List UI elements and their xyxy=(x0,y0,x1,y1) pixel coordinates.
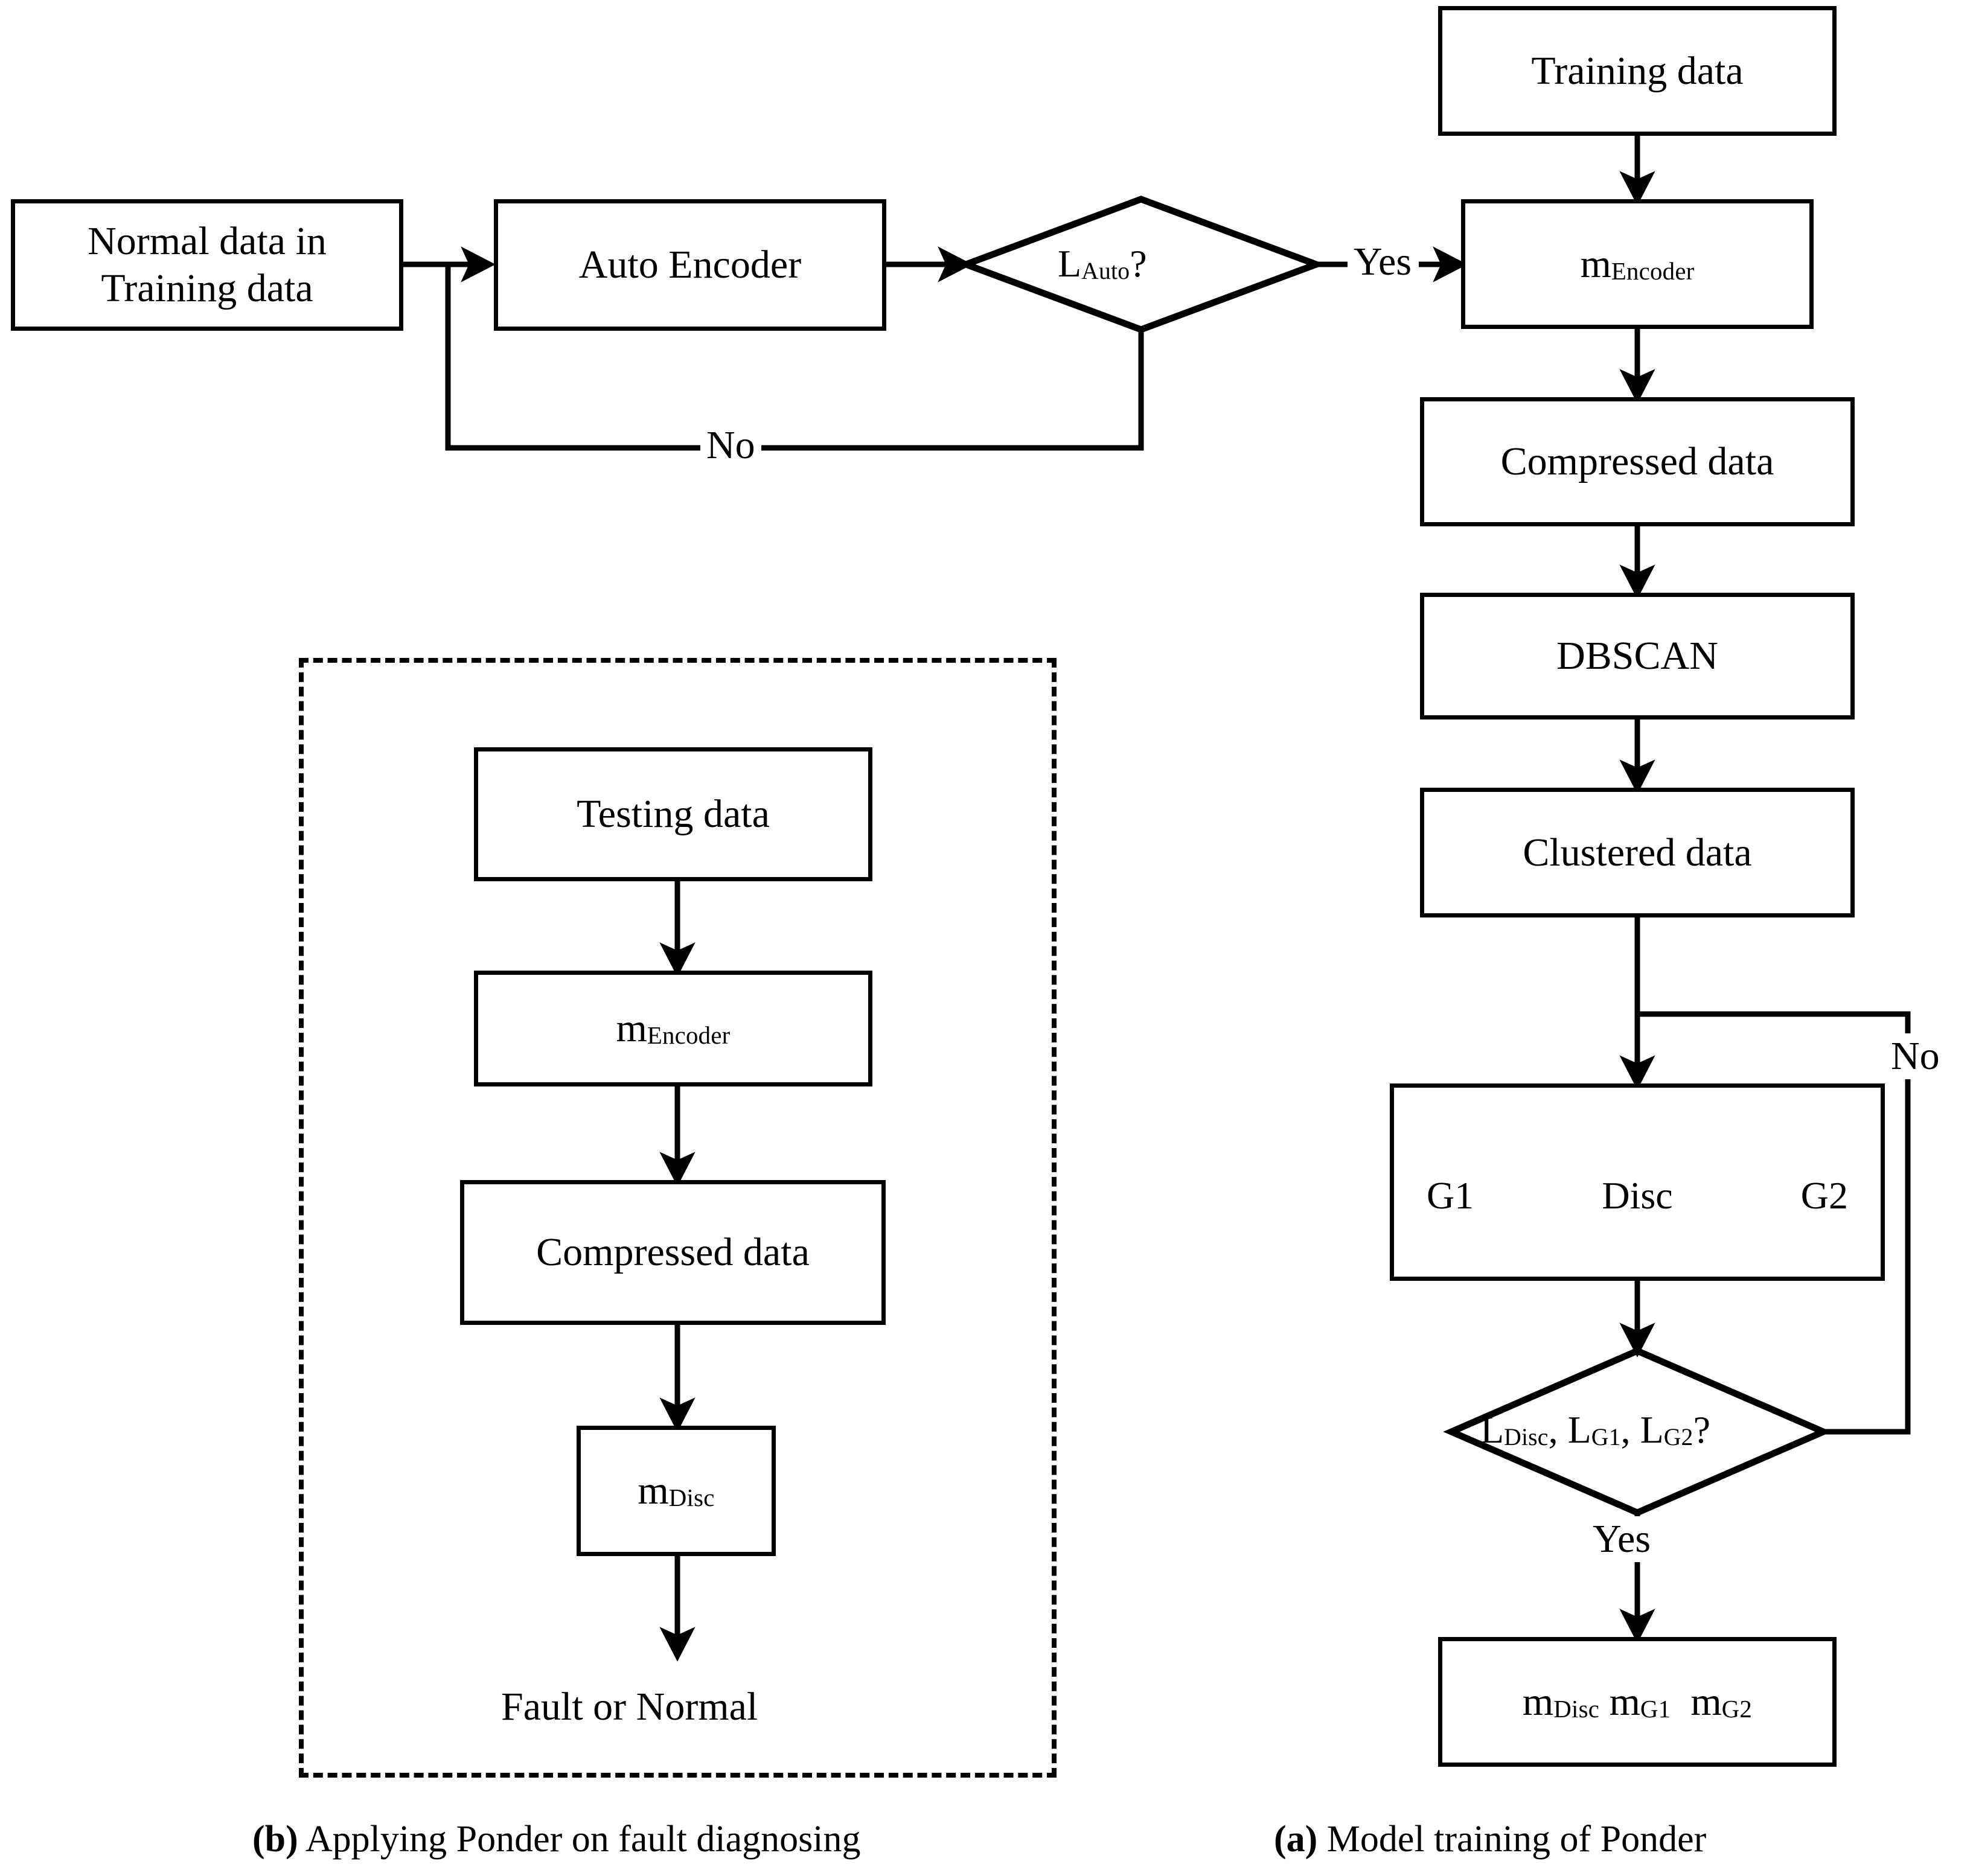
node-gan-block[interactable]: G1 Disc G2 xyxy=(1390,1083,1885,1281)
m-encoder-base: m xyxy=(616,1006,647,1051)
edge-label-text: No xyxy=(1891,1034,1940,1078)
node-label: Compressed data xyxy=(1500,439,1774,484)
loss-g2-sub: G2 xyxy=(1663,1423,1693,1450)
node-label: Compressed data xyxy=(536,1230,810,1275)
model-disc-base: m xyxy=(1522,1679,1554,1724)
node-label: Auto Encoder xyxy=(578,243,802,287)
caption-panel-b: (b) Applying Ponder on fault diagnosing xyxy=(252,1818,860,1861)
edge-label-no-left: No xyxy=(700,423,761,468)
node-training-data[interactable]: Training data xyxy=(1438,6,1837,136)
loss-disc-sub: Disc xyxy=(1504,1423,1549,1450)
gan-label-g2: G2 xyxy=(1800,1174,1848,1217)
node-fault-or-normal-outcome: Fault or Normal xyxy=(495,1684,764,1730)
node-label: mDisc xyxy=(638,1467,714,1514)
node-label-line1: Normal data in xyxy=(88,219,327,264)
edge-label-yes-right: Yes xyxy=(1587,1516,1657,1562)
m-disc-sub: Disc xyxy=(668,1484,715,1512)
model-disc-sub: Disc xyxy=(1553,1695,1600,1723)
model-g1-sub: G1 xyxy=(1640,1695,1671,1723)
decision-label-losses: LDisc, LG1, LG2? xyxy=(1480,1408,1710,1452)
node-compressed-data-training[interactable]: Compressed data xyxy=(1420,397,1855,526)
node-label: Testing data xyxy=(577,792,770,837)
edge-label-text: No xyxy=(706,423,755,467)
decision-l-base: L xyxy=(1058,242,1082,285)
node-dbscan[interactable]: DBSCAN xyxy=(1420,593,1855,719)
edge-label-yes-left: Yes xyxy=(1348,239,1418,285)
model-g1-base: m xyxy=(1609,1679,1640,1724)
node-m-encoder-testing[interactable]: mEncoder xyxy=(474,971,872,1086)
decision-l-sub: Auto xyxy=(1081,257,1130,284)
node-label-line2: Training data xyxy=(101,266,313,310)
node-m-disc-testing[interactable]: mDisc xyxy=(577,1426,776,1556)
node-label: mDisc mG1 mG2 xyxy=(1523,1679,1752,1726)
node-label: mEncoder xyxy=(616,1005,730,1052)
panel-b-dashed-container xyxy=(299,658,1057,1778)
node-normal-data-in-training-data[interactable]: Normal data in Training data xyxy=(11,199,403,331)
node-label: Training data xyxy=(1531,48,1744,93)
caption-panel-a: (a) Model training of Ponder xyxy=(1274,1818,1706,1861)
node-label: Clustered data xyxy=(1523,830,1752,875)
caption-marker: (a) xyxy=(1274,1819,1318,1860)
loss-suffix: ? xyxy=(1693,1408,1710,1451)
m-encoder-sub: Encoder xyxy=(647,1022,731,1050)
model-g2-sub: G2 xyxy=(1721,1695,1753,1723)
sep-1: , xyxy=(1548,1408,1568,1451)
m-disc-base: m xyxy=(638,1469,669,1513)
gan-label-g1: G1 xyxy=(1427,1174,1474,1217)
outcome-label: Fault or Normal xyxy=(501,1685,758,1729)
decision-label-l-auto: LAuto? xyxy=(1058,241,1147,286)
node-m-encoder-training[interactable]: mEncoder xyxy=(1461,199,1814,329)
caption-text: Applying Ponder on fault diagnosing xyxy=(298,1819,861,1860)
loss-disc-base: L xyxy=(1480,1408,1505,1451)
edge-label-text: Yes xyxy=(1354,240,1412,284)
decision-l-suffix: ? xyxy=(1130,242,1147,285)
m-encoder-sub: Encoder xyxy=(1611,257,1695,285)
node-testing-data[interactable]: Testing data xyxy=(474,747,872,881)
node-clustered-data[interactable]: Clustered data xyxy=(1420,788,1855,917)
sep-2: , xyxy=(1620,1408,1640,1451)
node-label: mEncoder xyxy=(1580,241,1694,288)
gan-label-disc: Disc xyxy=(1602,1174,1673,1217)
node-label: DBSCAN xyxy=(1556,634,1718,678)
caption-text: Model training of Ponder xyxy=(1317,1819,1707,1860)
loss-g2-base: L xyxy=(1640,1408,1664,1451)
node-trained-models[interactable]: mDisc mG1 mG2 xyxy=(1438,1637,1837,1767)
model-g2-base: m xyxy=(1690,1679,1722,1724)
edge-label-text: Yes xyxy=(1593,1517,1651,1561)
gap-1 xyxy=(1599,1680,1610,1724)
loss-g1-base: L xyxy=(1567,1408,1591,1451)
caption-marker: (b) xyxy=(252,1819,298,1860)
loss-g1-sub: G1 xyxy=(1591,1423,1621,1450)
edge-label-no-right: No xyxy=(1885,1033,1946,1079)
node-auto-encoder[interactable]: Auto Encoder xyxy=(494,199,886,331)
gap-2 xyxy=(1671,1680,1690,1724)
node-compressed-data-testing[interactable]: Compressed data xyxy=(460,1180,886,1325)
m-encoder-base: m xyxy=(1580,241,1611,286)
